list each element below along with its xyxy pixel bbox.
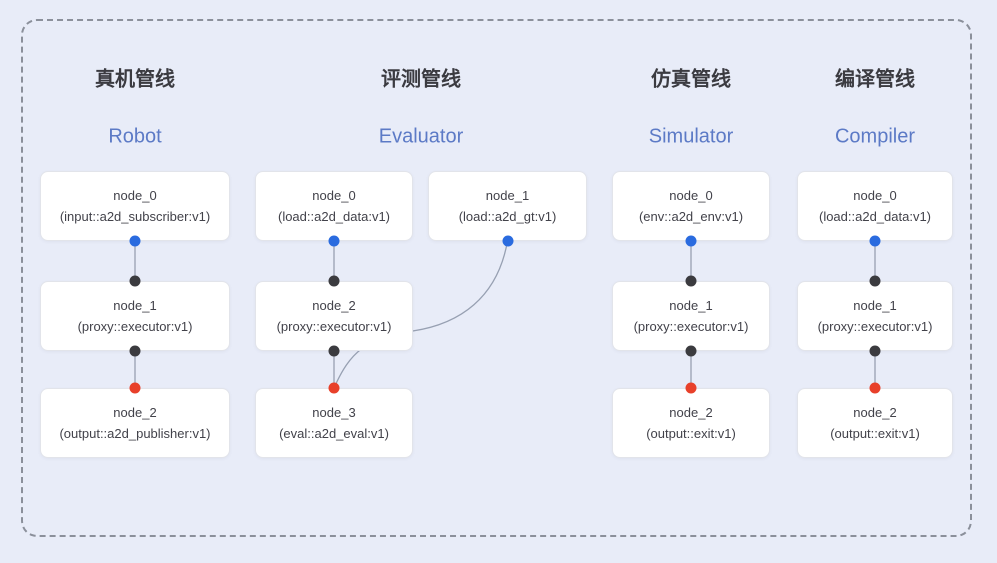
port-dot-red [869, 382, 881, 394]
node-name-label: node_1 [669, 298, 713, 313]
node-type-label: (load::a2d_data:v1) [818, 209, 932, 224]
pipeline-title-cn: 编译管线 [835, 68, 915, 91]
port-dot-blue [328, 235, 340, 247]
node-name-label: node_2 [312, 298, 356, 313]
node-name-label: node_2 [669, 405, 713, 420]
node-type-label: (load::a2d_data:v1) [277, 209, 391, 224]
port-dot-red [685, 382, 697, 394]
node-name-label: node_3 [312, 405, 356, 420]
pipeline-node: node_0(input::a2d_subscriber:v1) [40, 171, 230, 241]
port-dot-black [869, 345, 881, 357]
port-dot-black [869, 275, 881, 287]
node-name-label: node_2 [853, 405, 897, 420]
node-type-label: (eval::a2d_eval:v1) [279, 426, 389, 441]
node-type-label: (output::exit:v1) [830, 426, 920, 441]
port-dot-black [328, 275, 340, 287]
port-dot-black [129, 345, 141, 357]
pipeline-node: node_1(proxy::executor:v1) [797, 281, 953, 351]
port-dot-blue [129, 235, 141, 247]
port-dot-black [685, 275, 697, 287]
port-dot-blue [869, 235, 881, 247]
pipeline-title-en: Evaluator [378, 125, 464, 148]
node-type-label: (load::a2d_gt:v1) [458, 209, 557, 224]
node-name-label: node_0 [312, 188, 356, 203]
pipeline-node: node_1(proxy::executor:v1) [612, 281, 770, 351]
node-type-label: (output::a2d_publisher:v1) [59, 426, 211, 441]
pipeline-title-en: Robot [108, 125, 162, 148]
node-type-label: (proxy::executor:v1) [276, 319, 392, 334]
node-name-label: node_2 [113, 405, 157, 420]
node-name-label: node_1 [853, 298, 897, 313]
port-dot-black [129, 275, 141, 287]
pipeline-node: node_2(output::exit:v1) [797, 388, 953, 458]
pipeline-node: node_1(load::a2d_gt:v1) [428, 171, 587, 241]
node-name-label: node_0 [669, 188, 713, 203]
pipeline-frame [21, 19, 972, 537]
pipeline-node: node_0(load::a2d_data:v1) [797, 171, 953, 241]
pipeline-title-cn: 真机管线 [95, 68, 175, 91]
pipeline-node: node_0(env::a2d_env:v1) [612, 171, 770, 241]
port-dot-black [328, 345, 340, 357]
port-dot-blue [502, 235, 513, 247]
node-type-label: (proxy::executor:v1) [817, 319, 933, 334]
pipeline-node: node_0(load::a2d_data:v1) [255, 171, 413, 241]
node-type-label: (input::a2d_subscriber:v1) [59, 209, 211, 224]
node-name-label: node_0 [113, 188, 157, 203]
node-type-label: (output::exit:v1) [646, 426, 736, 441]
pipeline-title-en: Simulator [648, 125, 734, 148]
pipeline-node: node_3(eval::a2d_eval:v1) [255, 388, 413, 458]
pipeline-node: node_2(output::exit:v1) [612, 388, 770, 458]
node-type-label: (proxy::executor:v1) [633, 319, 749, 334]
pipeline-title-cn: 仿真管线 [651, 68, 731, 91]
node-type-label: (env::a2d_env:v1) [638, 209, 744, 224]
port-dot-red [129, 382, 141, 394]
pipeline-node: node_1(proxy::executor:v1) [40, 281, 230, 351]
node-type-label: (proxy::executor:v1) [77, 319, 193, 334]
pipeline-node: node_2(proxy::executor:v1) [255, 281, 413, 351]
port-dot-black [685, 345, 697, 357]
node-name-label: node_1 [485, 188, 530, 203]
port-dot-blue [685, 235, 697, 247]
pipeline-title-cn: 评测管线 [381, 68, 461, 91]
pipeline-node: node_2(output::a2d_publisher:v1) [40, 388, 230, 458]
port-dot-red [328, 382, 340, 394]
pipeline-title-en: Compiler [834, 125, 916, 148]
node-name-label: node_0 [853, 188, 897, 203]
node-name-label: node_1 [113, 298, 157, 313]
